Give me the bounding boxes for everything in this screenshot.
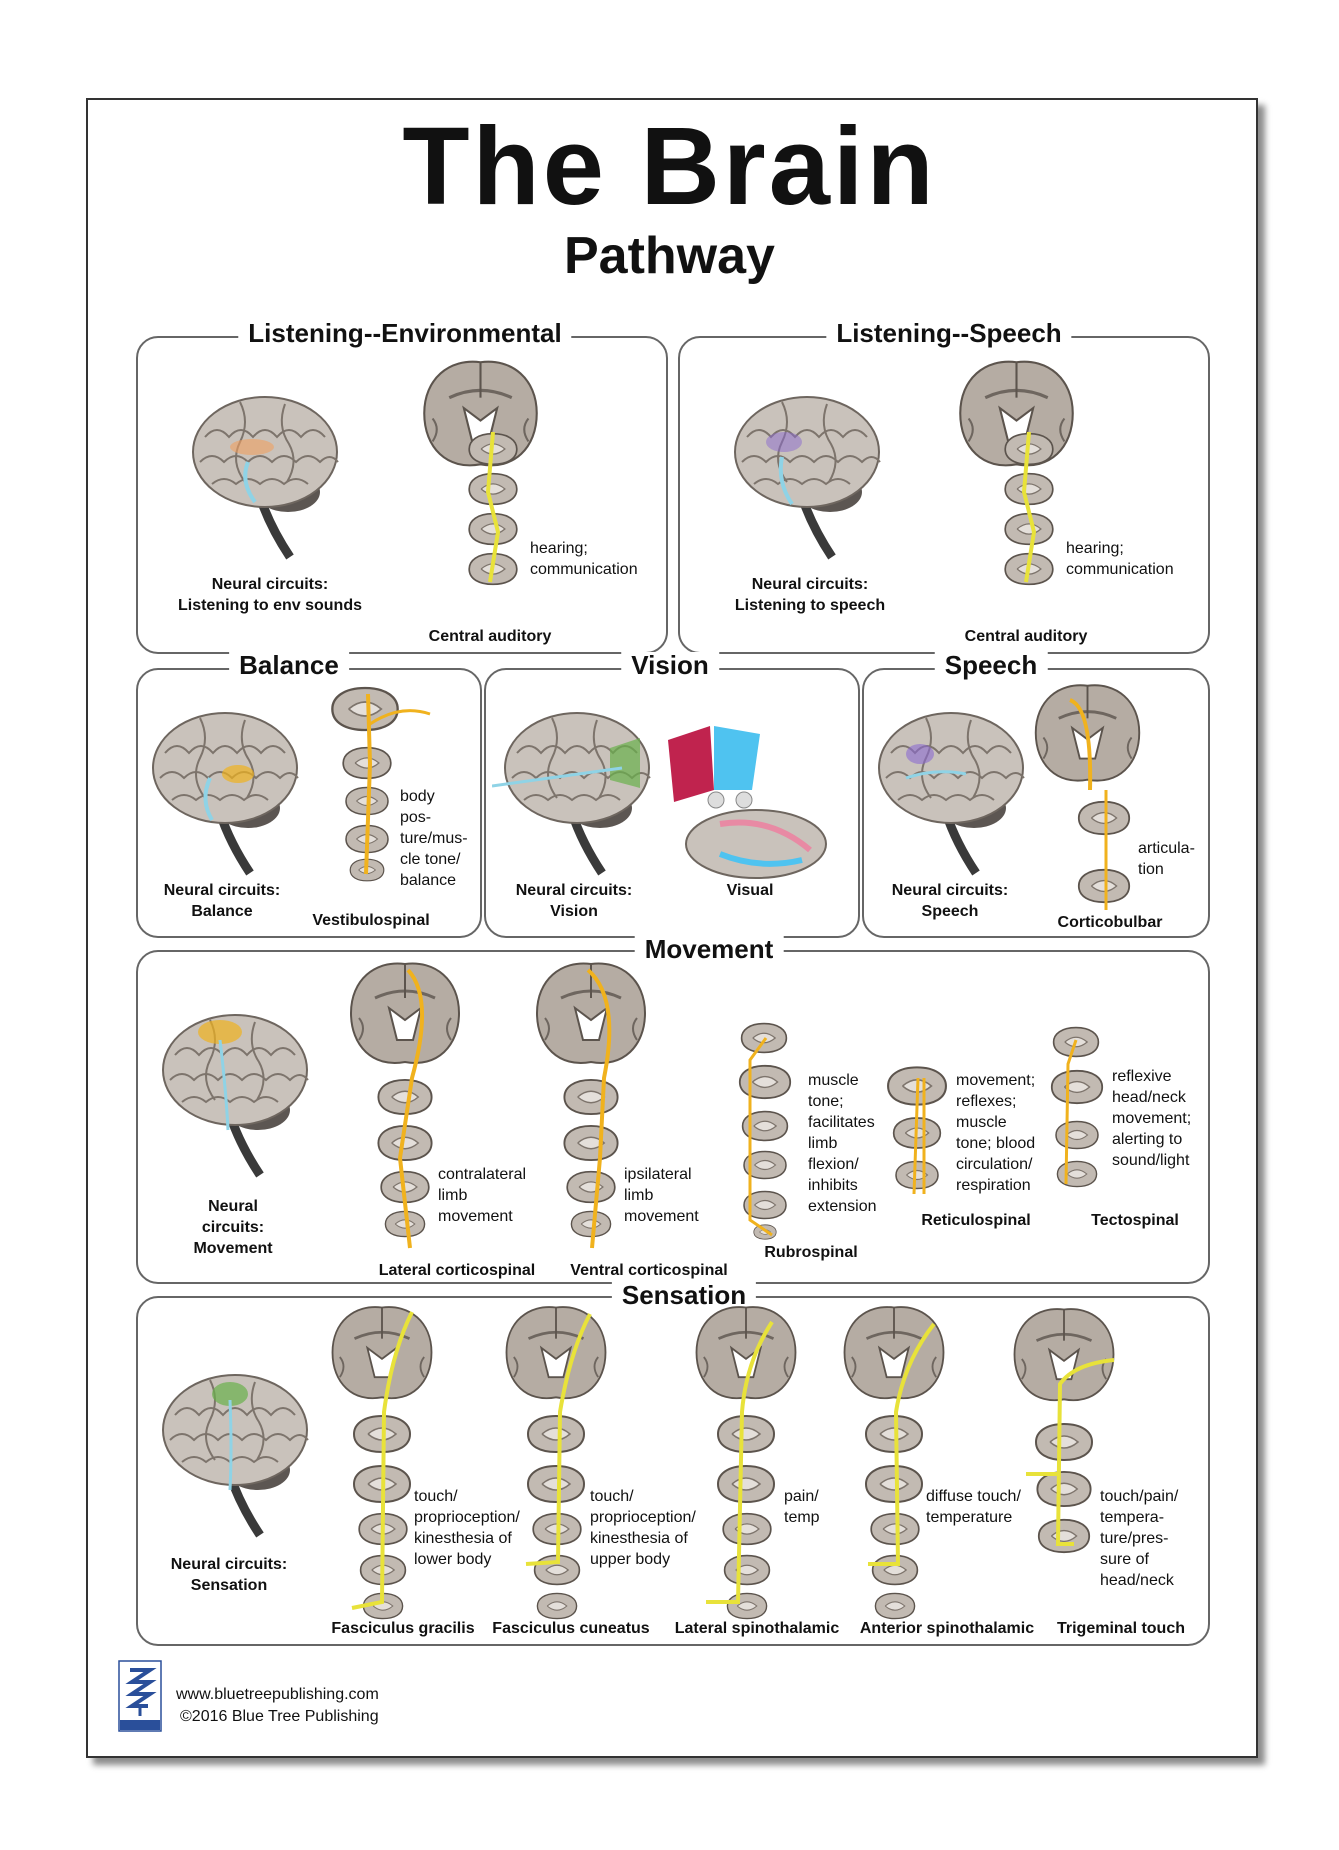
panel-movement xyxy=(136,950,1210,1284)
pathway-name: Vestibulospinal xyxy=(312,912,430,929)
neural-circuits-label: Neural circuits: Listening to env sounds xyxy=(177,576,362,614)
brain-illustration xyxy=(722,392,892,562)
rubrospinal-tract-illustration xyxy=(738,1022,792,1240)
pathway-name: Tectospinal xyxy=(1091,1212,1179,1229)
pathway-description: touch/pain/ tempera- ture/pres- sure of … xyxy=(1100,1488,1179,1589)
pathway-name: Lateral corticospinal xyxy=(378,1262,536,1279)
pathway-name: Ventral corticospinal xyxy=(570,1262,728,1279)
pathway-description: touch/ proprioception/ kinesthesia of up… xyxy=(590,1488,696,1568)
page-title: The Brain xyxy=(402,105,937,228)
pathway-description: reflexive head/neck movement; alerting t… xyxy=(1112,1068,1192,1169)
pathway-name: Visual xyxy=(726,882,774,899)
pathway-description: diffuse touch/ temperature xyxy=(926,1488,1021,1526)
pathway-description: hearing; communication xyxy=(530,540,638,578)
pathway-name: Lateral spinothalamic xyxy=(674,1620,840,1637)
pathway-description: muscle tone; facilitates limb flexion/ i… xyxy=(808,1072,877,1215)
corticospinal-tract-illustration xyxy=(535,961,647,1249)
fasciculus-cuneatus-illustration xyxy=(504,1305,608,1620)
trigeminal-touch-illustration xyxy=(1012,1307,1116,1554)
pathway-description: body pos- ture/mus- cle tone/ balance xyxy=(400,788,468,889)
pathway-name: Central auditory xyxy=(428,628,552,645)
pathway-name: Reticulospinal xyxy=(921,1212,1031,1229)
brainstem-illustration xyxy=(468,432,518,586)
brainstem-illustration xyxy=(1077,790,1131,910)
blue-tree-publishing-logo xyxy=(118,1660,162,1732)
pathway-name: Central auditory xyxy=(964,628,1088,645)
panel-title-vision: Vision xyxy=(621,652,719,678)
pathway-description: hearing; communication xyxy=(1066,540,1174,578)
pathway-description: articula- tion xyxy=(1138,840,1195,878)
pathway-name: Rubrospinal xyxy=(764,1244,858,1261)
pathway-name: Fasciculus gracilis xyxy=(331,1620,475,1637)
panel-title-listening-speech: Listening--Speech xyxy=(826,320,1072,346)
footer-copyright: ©2016 Blue Tree Publishing xyxy=(180,1708,379,1725)
brainstem-illustration xyxy=(1004,432,1054,586)
page-subtitle: Pathway xyxy=(564,227,775,285)
brain-illustration xyxy=(140,708,310,878)
coronal-brain-illustration xyxy=(1030,680,1145,791)
panel-title-speech: Speech xyxy=(934,652,1048,678)
neural-circuits-label: Neural circuits: Listening to speech xyxy=(734,576,886,614)
pathway-description: ipsilateral limb movement xyxy=(624,1166,699,1225)
panel-title-movement: Movement xyxy=(634,936,784,962)
footer-website[interactable]: www.bluetreepublishing.com xyxy=(176,1686,379,1703)
pathway-description: pain/ temp xyxy=(784,1488,820,1526)
reticulospinal-tract-illustration xyxy=(886,1066,948,1195)
anterior-spinothalamic-illustration xyxy=(842,1305,946,1620)
brain-illustration xyxy=(866,708,1036,878)
pathway-name: Fasciculus cuneatus xyxy=(492,1620,650,1637)
brainstem-illustration xyxy=(331,686,431,882)
corticospinal-tract-illustration xyxy=(349,961,461,1249)
pathway-description: contralateral limb movement xyxy=(438,1166,527,1225)
brain-illustration xyxy=(150,1010,320,1180)
panel-title-listening-environmental: Listening--Environmental xyxy=(238,320,572,346)
neural-circuits-label: Neural circuits: Speech xyxy=(891,882,1009,920)
pathway-description: movement; reflexes; muscle tone; blood c… xyxy=(956,1072,1036,1194)
visual-field-illustration xyxy=(668,726,827,879)
pathway-name: Anterior spinothalamic xyxy=(859,1620,1035,1637)
brain-illustration xyxy=(492,708,662,878)
pathway-name: Corticobulbar xyxy=(1057,914,1163,931)
neural-circuits-label: Neural circuits: Balance xyxy=(163,882,281,920)
neural-circuits-label: Neural circuits: Sensation xyxy=(170,1556,288,1594)
brain-illustration xyxy=(180,392,350,562)
lateral-spinothalamic-illustration xyxy=(694,1305,798,1620)
neural-circuits-label: Neural circuits: Vision xyxy=(515,882,633,920)
panel-title-sensation: Sensation xyxy=(611,1282,757,1308)
tectospinal-tract-illustration xyxy=(1050,1026,1104,1188)
brain-illustration xyxy=(150,1370,320,1540)
pathway-name: Trigeminal touch xyxy=(1056,1620,1185,1637)
pathway-description: touch/ proprioception/ kinesthesia of lo… xyxy=(414,1488,520,1568)
neural-circuits-label: Neural circuits: Movement xyxy=(193,1198,273,1257)
fasciculus-gracilis-illustration xyxy=(330,1305,434,1620)
panel-title-balance: Balance xyxy=(229,652,349,678)
